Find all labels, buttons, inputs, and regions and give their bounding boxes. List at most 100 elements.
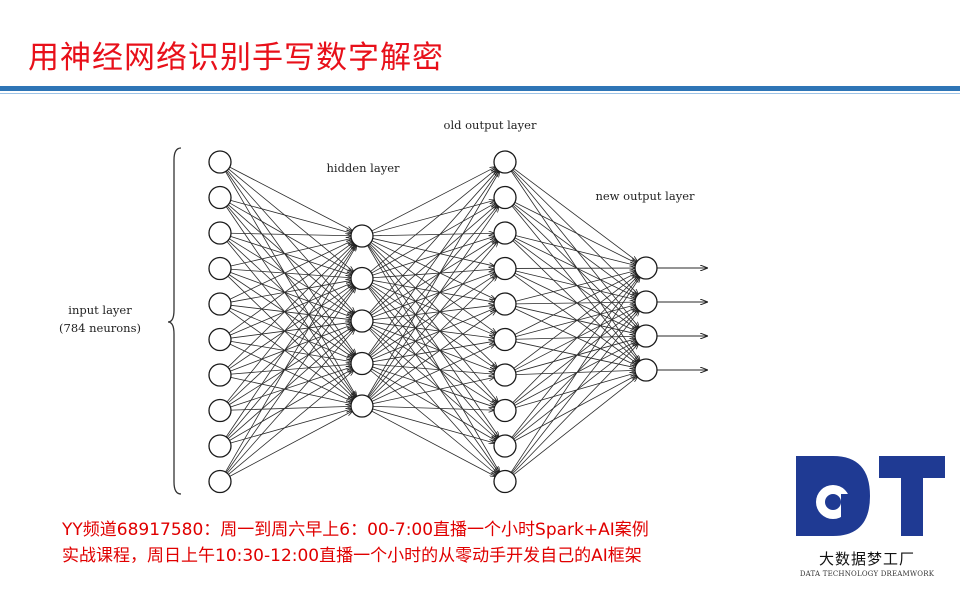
old-output-neuron bbox=[493, 150, 517, 174]
announcement-line-1: YY频道68917580：周一到周六早上6：00-7:00直播一个小时Spark… bbox=[62, 520, 649, 540]
connection-input-to-hidden bbox=[229, 343, 352, 401]
logo-name-en: DATA TECHNOLOGY DREAMWORK bbox=[799, 570, 935, 578]
connection-input-to-hidden bbox=[230, 232, 351, 236]
connection-hidden-to-old-output bbox=[371, 368, 496, 441]
connection-input-to-hidden bbox=[230, 376, 352, 403]
connection-old-output-to-new-output bbox=[512, 276, 639, 403]
connection-input-to-hidden bbox=[228, 274, 353, 358]
connection-hidden-to-old-output bbox=[372, 366, 494, 407]
connection-old-output-to-new-output bbox=[515, 370, 635, 376]
input-neurons-label: (784 neurons) bbox=[59, 321, 141, 335]
hidden-layer-label: hidden layer bbox=[326, 161, 400, 175]
connection-input-to-hidden bbox=[228, 285, 353, 370]
connection-hidden-to-old-output bbox=[372, 408, 495, 443]
connection-old-output-to-new-output bbox=[514, 341, 637, 406]
connection-hidden-to-old-output bbox=[368, 206, 498, 356]
input-neuron bbox=[208, 434, 232, 458]
live-stream-announcement: YY频道68917580：周一到周六早上6：00-7:00直播一个小时Spark… bbox=[62, 517, 782, 569]
connection-input-to-hidden bbox=[229, 327, 352, 405]
connection-input-to-hidden bbox=[230, 280, 351, 303]
old-output-neuron bbox=[493, 327, 517, 352]
input-neuron bbox=[208, 292, 232, 316]
hidden-neuron bbox=[350, 394, 374, 418]
connection-old-output-to-new-output bbox=[515, 302, 635, 304]
old-output-neuron bbox=[493, 469, 517, 494]
connection-hidden-to-old-output bbox=[369, 328, 497, 473]
connection-old-output-to-new-output bbox=[514, 375, 637, 442]
connection-old-output-to-new-output bbox=[514, 308, 636, 366]
connection-input-to-hidden bbox=[227, 240, 354, 356]
dt-logo-mark bbox=[796, 456, 945, 536]
input-neuron bbox=[208, 327, 232, 352]
connection-old-output-to-new-output bbox=[514, 237, 636, 297]
connection-old-output-to-new-output bbox=[513, 239, 637, 329]
connection-hidden-to-old-output bbox=[370, 310, 496, 400]
connection-hidden-to-old-output bbox=[372, 269, 494, 279]
connection-old-output-to-new-output bbox=[513, 309, 638, 405]
hidden-neuron bbox=[350, 351, 374, 376]
new-output-neuron bbox=[634, 290, 658, 314]
connection-hidden-to-old-output bbox=[372, 272, 494, 318]
connection-old-output-to-new-output bbox=[515, 336, 635, 340]
connection-hidden-to-old-output bbox=[372, 233, 494, 237]
connection-hidden-to-old-output bbox=[371, 282, 495, 335]
connection-old-output-to-new-output bbox=[515, 270, 636, 299]
connection-old-output-to-new-output bbox=[513, 203, 637, 295]
connection-input-to-hidden bbox=[229, 238, 352, 315]
input-neuron bbox=[208, 363, 232, 387]
connection-input-to-hidden bbox=[230, 409, 352, 444]
connection-input-to-hidden bbox=[228, 168, 354, 272]
connection-old-output-to-new-output bbox=[511, 170, 639, 328]
connection-old-output-to-new-output bbox=[511, 311, 639, 474]
neural-network-diagram: input layer (784 neurons) hidden layer o… bbox=[59, 118, 760, 495]
old-output-neuron bbox=[493, 292, 517, 316]
connection-old-output-to-new-output bbox=[514, 307, 636, 371]
input-neuron bbox=[208, 185, 232, 210]
output-arrows bbox=[657, 268, 707, 370]
connection-hidden-to-old-output bbox=[370, 370, 496, 475]
connection-old-output-to-new-output bbox=[512, 344, 639, 474]
connection-input-to-hidden bbox=[230, 271, 351, 317]
connection-input-to-hidden bbox=[230, 406, 351, 411]
connection-input-to-hidden bbox=[226, 245, 355, 403]
connection-input-to-hidden bbox=[227, 286, 354, 404]
title-divider-thin bbox=[0, 93, 960, 94]
connection-input-to-hidden bbox=[226, 205, 355, 355]
connection-input-to-hidden bbox=[229, 241, 352, 300]
connection-old-output-to-new-output bbox=[512, 169, 638, 294]
new-output-neuron bbox=[634, 358, 658, 382]
new-output-neuron bbox=[634, 256, 658, 280]
input-layer-label: input layer bbox=[68, 303, 132, 317]
connection-old-output-to-new-output bbox=[512, 240, 638, 363]
connection-input-to-hidden bbox=[228, 204, 353, 314]
connection-hidden-to-old-output bbox=[371, 203, 496, 274]
connection-hidden-to-old-output bbox=[367, 207, 499, 398]
connection-hidden-to-old-output bbox=[368, 287, 498, 472]
connection-input-to-hidden bbox=[230, 238, 352, 267]
connection-hidden-to-old-output bbox=[369, 285, 497, 403]
connection-hidden-to-old-output bbox=[370, 242, 496, 333]
connection-old-output-to-new-output bbox=[510, 277, 640, 473]
connection-hidden-to-old-output bbox=[370, 327, 496, 439]
dt-logo: 大数据梦工厂 DATA TECHNOLOGY DREAMWORK bbox=[778, 444, 956, 590]
connection-hidden-to-old-output bbox=[369, 170, 497, 314]
connection-input-to-hidden bbox=[227, 328, 353, 440]
new-output-layer-label: new output layer bbox=[595, 189, 695, 203]
connection-hidden-to-old-output bbox=[372, 324, 494, 371]
connection-old-output-to-new-output bbox=[513, 168, 637, 262]
connection-old-output-to-new-output bbox=[514, 273, 636, 335]
connection-input-to-hidden bbox=[230, 235, 351, 275]
connection-old-output-to-new-output bbox=[515, 235, 636, 266]
connection-old-output-to-new-output bbox=[510, 170, 640, 361]
connection-hidden-to-old-output bbox=[368, 171, 498, 355]
connection-old-output-to-new-output bbox=[513, 274, 637, 364]
connection-hidden-to-old-output bbox=[369, 243, 497, 368]
connection-old-output-to-new-output bbox=[513, 377, 638, 475]
connection-hidden-to-old-output bbox=[370, 275, 496, 358]
connection-old-output-to-new-output bbox=[512, 310, 639, 439]
input-neuron bbox=[208, 398, 232, 423]
slide-title: 用神经网络识别手写数字解密 bbox=[28, 40, 444, 76]
connection-old-output-to-new-output bbox=[515, 373, 636, 408]
connection-old-output-to-new-output bbox=[512, 204, 638, 328]
connection-input-to-hidden bbox=[230, 199, 352, 233]
